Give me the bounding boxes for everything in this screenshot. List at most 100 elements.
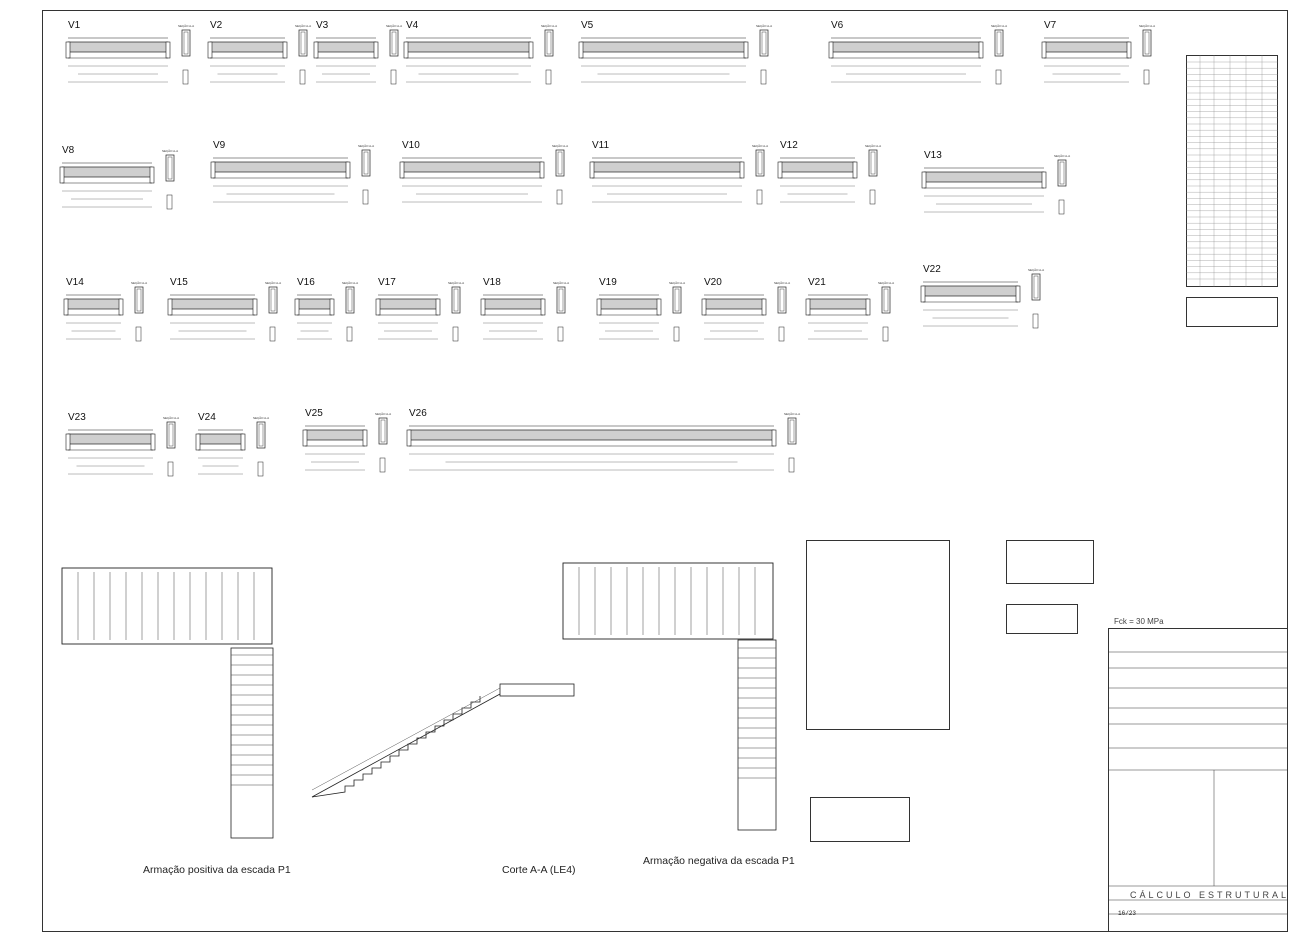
caption-section-cut: Corte A-A (LE4): [502, 864, 576, 876]
section-rebar: [311, 687, 501, 791]
beam-label-v8: V8: [62, 145, 75, 156]
beam-label-v12: V12: [780, 140, 798, 151]
cross-section: [298, 29, 308, 57]
section-tag: SEÇÃO A-A: [878, 281, 895, 285]
stirrup: [363, 151, 369, 175]
section-tag: SEÇÃO A-A: [865, 144, 882, 148]
stirrup-detail: [756, 189, 763, 205]
stirrup-detail: [778, 326, 785, 342]
beam-label-v10: V10: [402, 140, 420, 151]
section-tag: SEÇÃO A-A: [541, 24, 558, 28]
support-right: [539, 161, 545, 179]
stirrup: [168, 423, 174, 447]
stirrup-detail: [362, 189, 369, 205]
stirrup: [546, 31, 552, 55]
stirrup-detail: [452, 326, 459, 342]
title-block-banner: CÁLCULO ESTRUTURAL: [1130, 890, 1290, 900]
stirrup: [1144, 31, 1150, 55]
cross-section: [1142, 29, 1152, 57]
cross-section: [451, 286, 461, 314]
stirrup-detail: [869, 189, 876, 205]
support-left: [480, 298, 486, 316]
beam-label-v4: V4: [406, 20, 419, 31]
stirrup-detail: [557, 326, 564, 342]
beam-label-v13: V13: [924, 150, 942, 161]
support-left: [403, 41, 409, 59]
section-slab: [311, 693, 501, 798]
cross-section: [755, 149, 765, 177]
stirrup: [870, 151, 876, 175]
support-right: [771, 429, 777, 447]
beam-label-v21: V21: [808, 277, 826, 288]
support-right: [852, 161, 858, 179]
stirrup: [779, 288, 785, 312]
support-right: [118, 298, 124, 316]
cross-section: [544, 29, 554, 57]
support-right: [978, 41, 984, 59]
support-right: [528, 41, 534, 59]
stirrup: [557, 151, 563, 175]
stirrup-detail: [166, 194, 173, 210]
section-tag: SEÇÃO A-A: [553, 281, 570, 285]
cross-section: [777, 286, 787, 314]
caption-negative-stair: Armação negativa da escada P1: [643, 855, 795, 867]
title-block-sheet-code: 16/23: [1118, 910, 1137, 917]
stirrup-detail: [269, 326, 276, 342]
beam-elevation: [61, 166, 153, 178]
cross-section: [165, 154, 175, 182]
support-right: [329, 298, 335, 316]
stirrup: [558, 288, 564, 312]
support-right: [149, 166, 155, 184]
section-tag: SEÇÃO A-A: [162, 149, 179, 153]
section-tag: SEÇÃO A-A: [358, 144, 375, 148]
section-tag: SEÇÃO A-A: [774, 281, 791, 285]
stirrup: [391, 31, 397, 55]
section-tag: SEÇÃO A-A: [253, 416, 270, 420]
cross-section: [994, 29, 1004, 57]
section-tag: SEÇÃO A-A: [448, 281, 465, 285]
beam-elevation: [401, 161, 543, 173]
beam-elevation: [169, 298, 256, 310]
stair-flight: [737, 639, 777, 831]
beam-elevation: [580, 41, 747, 53]
support-left: [302, 429, 308, 447]
stirrup: [380, 419, 386, 443]
beam-label-v17: V17: [378, 277, 396, 288]
section-tag: SEÇÃO A-A: [375, 412, 392, 416]
cross-section: [881, 286, 891, 314]
support-right: [165, 41, 171, 59]
support-left: [920, 285, 926, 303]
rebar-summary-table: [1186, 55, 1278, 287]
beam-label-v7: V7: [1044, 20, 1057, 31]
section-tag: SEÇÃO A-A: [1028, 268, 1045, 272]
support-right: [435, 298, 441, 316]
stirrup: [789, 419, 795, 443]
support-right: [345, 161, 351, 179]
support-left: [375, 298, 381, 316]
sheet-border: [42, 10, 1288, 932]
beam-label-v5: V5: [581, 20, 594, 31]
support-left: [777, 161, 783, 179]
support-right: [1126, 41, 1132, 59]
support-left: [578, 41, 584, 59]
stirrup-detail: [788, 457, 795, 473]
beam-label-v23: V23: [68, 412, 86, 423]
section-tag: SEÇÃO A-A: [552, 144, 569, 148]
support-left: [406, 429, 412, 447]
positive-slab-outline: [61, 567, 273, 645]
stirrup: [347, 288, 353, 312]
support-left: [701, 298, 707, 316]
cross-section: [166, 421, 176, 449]
section-steps: [311, 696, 481, 798]
support-left: [195, 433, 201, 451]
cross-section: [556, 286, 566, 314]
beam-label-v24: V24: [198, 412, 216, 423]
support-left: [294, 298, 300, 316]
beam-label-v26: V26: [409, 408, 427, 419]
cross-section: [672, 286, 682, 314]
beam-elevation: [197, 433, 244, 445]
rebar-totals-table: [1186, 297, 1278, 327]
cross-section: [268, 286, 278, 314]
support-right: [865, 298, 871, 316]
cross-section: [1031, 273, 1041, 301]
